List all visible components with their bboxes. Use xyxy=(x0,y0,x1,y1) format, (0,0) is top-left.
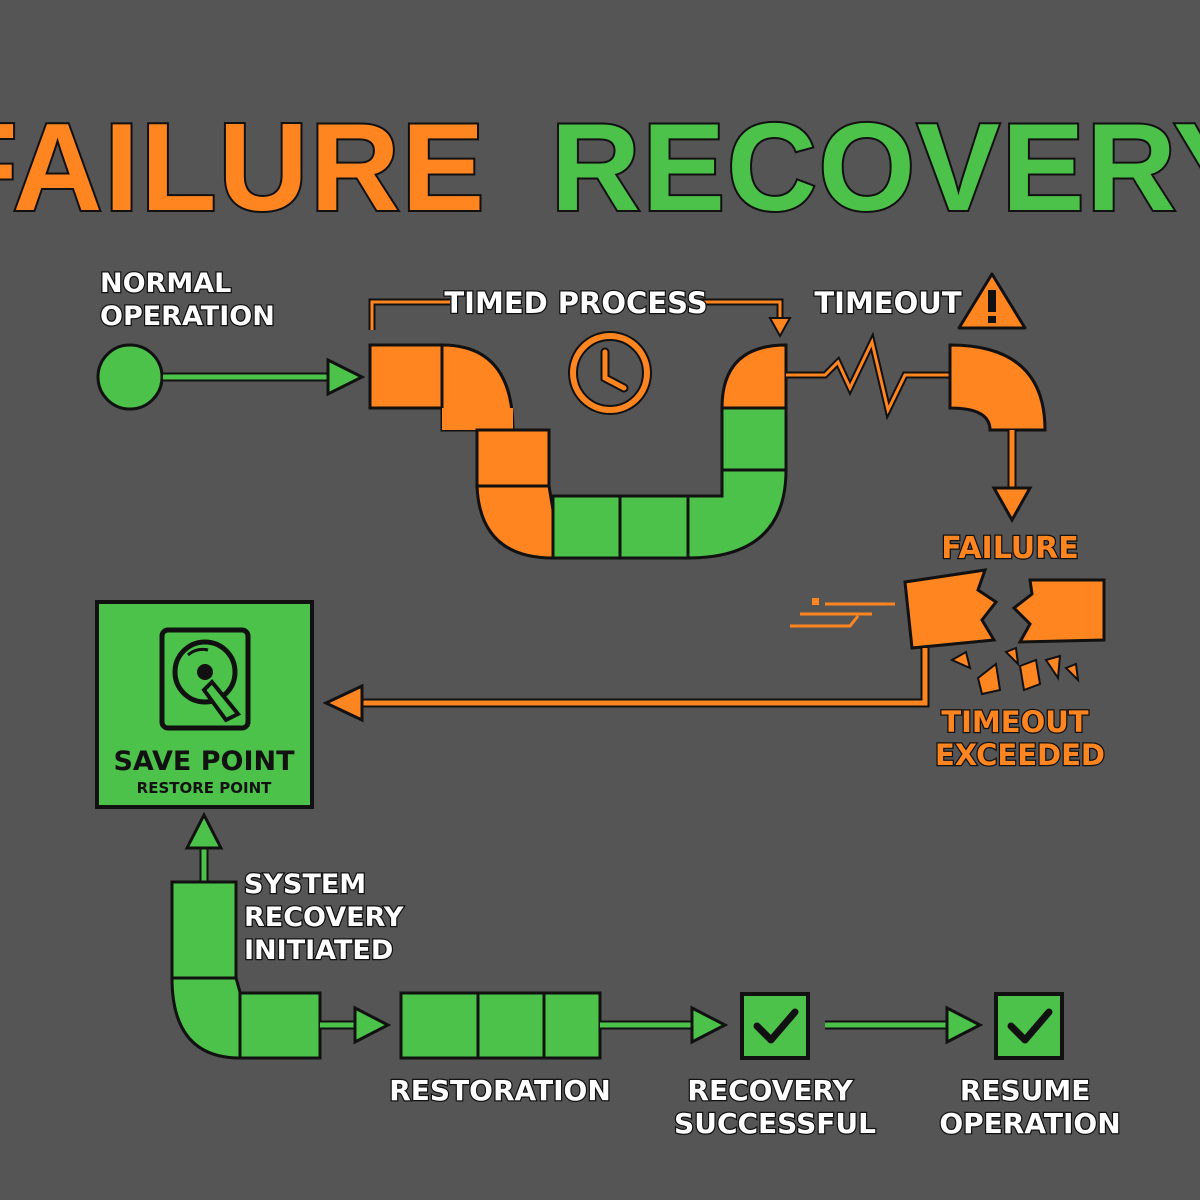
speed-lines xyxy=(790,598,895,628)
arrow-to-save-point xyxy=(322,648,930,723)
hard-drive-icon xyxy=(159,627,251,731)
recovery-successful-checkbox xyxy=(740,992,810,1060)
title-recovery: RECOVERY xyxy=(551,99,1200,237)
start-node-icon xyxy=(96,343,164,411)
timed-process-pipe xyxy=(368,343,788,560)
arrow-to-recovery-successful xyxy=(600,1005,729,1045)
save-point-box: SAVE POINT RESTORE POINT xyxy=(95,600,314,809)
clock-icon xyxy=(568,331,652,415)
timed-process-label: TIMED PROCESS xyxy=(444,286,707,320)
title-failure: FAILURE xyxy=(0,99,486,237)
checkmark-icon xyxy=(1007,1008,1053,1044)
restoration-label: RESTORATION xyxy=(389,1074,611,1107)
title: FAILURE RECOVERY xyxy=(0,99,1200,237)
timed-process-bracket xyxy=(368,298,792,339)
restoration-blocks xyxy=(399,991,602,1060)
restore-point-label: RESTORE POINT xyxy=(137,779,272,797)
resume-operation-label: RESUME OPERATION xyxy=(939,1074,1120,1140)
failure-label: FAILURE xyxy=(941,531,1078,566)
arrow-start-to-process xyxy=(163,357,366,397)
warning-triangle-icon xyxy=(957,272,1027,330)
broken-pipe xyxy=(903,568,1106,650)
system-recovery-label: SYSTEM RECOVERY INITIATED xyxy=(244,869,413,966)
recovery-pipe xyxy=(170,880,322,1060)
arrow-to-restoration xyxy=(320,1005,392,1045)
debris xyxy=(949,646,1080,696)
timeout-exceeded-label: TIMEOUT EXCEEDED xyxy=(935,705,1105,772)
normal-operation-label: NORMAL OPERATION xyxy=(100,268,275,332)
resume-operation-checkbox xyxy=(994,992,1064,1060)
arrow-to-failure xyxy=(991,430,1033,524)
timeout-zigzag xyxy=(786,331,950,421)
elbow-pipe xyxy=(948,343,1047,432)
arrow-up-to-save-point xyxy=(184,811,224,882)
timeout-label: TIMEOUT xyxy=(814,286,961,320)
recovery-successful-label: RECOVERY SUCCESSFUL xyxy=(674,1074,876,1140)
checkmark-icon xyxy=(753,1008,799,1044)
save-point-label: SAVE POINT xyxy=(113,746,295,777)
arrow-to-resume-operation xyxy=(825,1005,984,1045)
